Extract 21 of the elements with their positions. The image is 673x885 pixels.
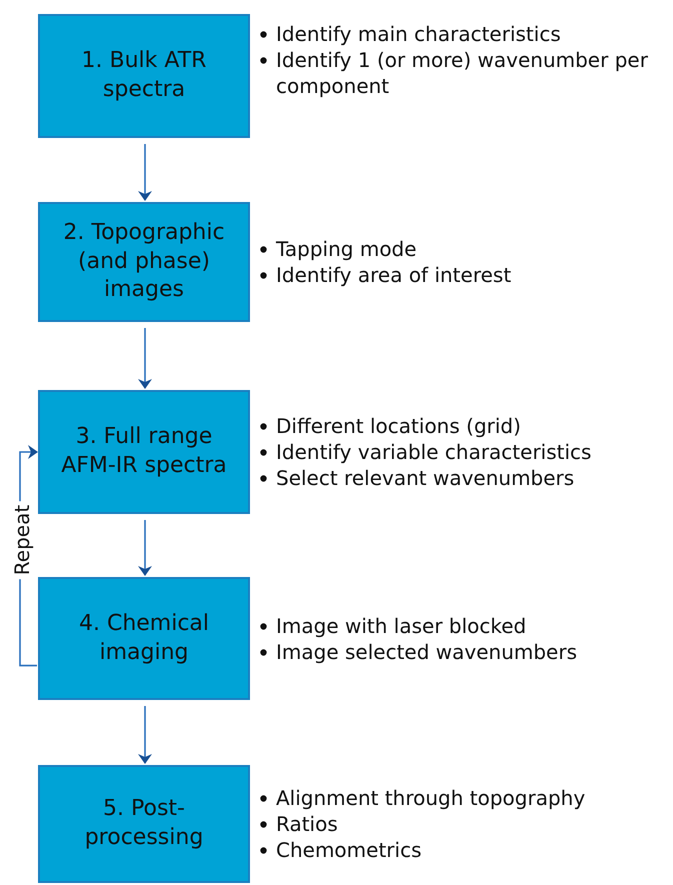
process-box: 4. Chemical imaging <box>38 577 250 700</box>
bullet-text: Image selected wavenumbers <box>276 640 578 664</box>
arrow <box>138 144 152 201</box>
arrow <box>138 328 152 389</box>
bullet-text: Different locations (grid) <box>276 414 521 438</box>
bullet-text: Alignment through topography <box>276 786 586 810</box>
bullet-text: Identify area of interest <box>276 263 512 287</box>
arrow <box>138 520 152 576</box>
process-box: 2. Topographic (and phase) images <box>38 202 250 322</box>
bullet-text: Select relevant wavenumbers <box>276 466 574 490</box>
process-box: 3. Full range AFM-IR spectra <box>38 390 250 514</box>
bullet-text: Identify 1 (or more) wavenumber per component <box>276 48 648 98</box>
process-box: 5. Post-processing <box>38 765 250 883</box>
bullet-text: Chemometrics <box>276 838 422 862</box>
bullet-text: Identify variable characteristics <box>276 440 592 464</box>
arrow <box>138 706 152 764</box>
bullet-text: Ratios <box>276 812 338 836</box>
bullet-text: Image with laser blocked <box>276 614 526 638</box>
bullet-text: Tapping mode <box>276 237 417 261</box>
process-box: 1. Bulk ATR spectra <box>38 14 250 138</box>
bullet-text: Identify main characteristics <box>276 22 561 46</box>
